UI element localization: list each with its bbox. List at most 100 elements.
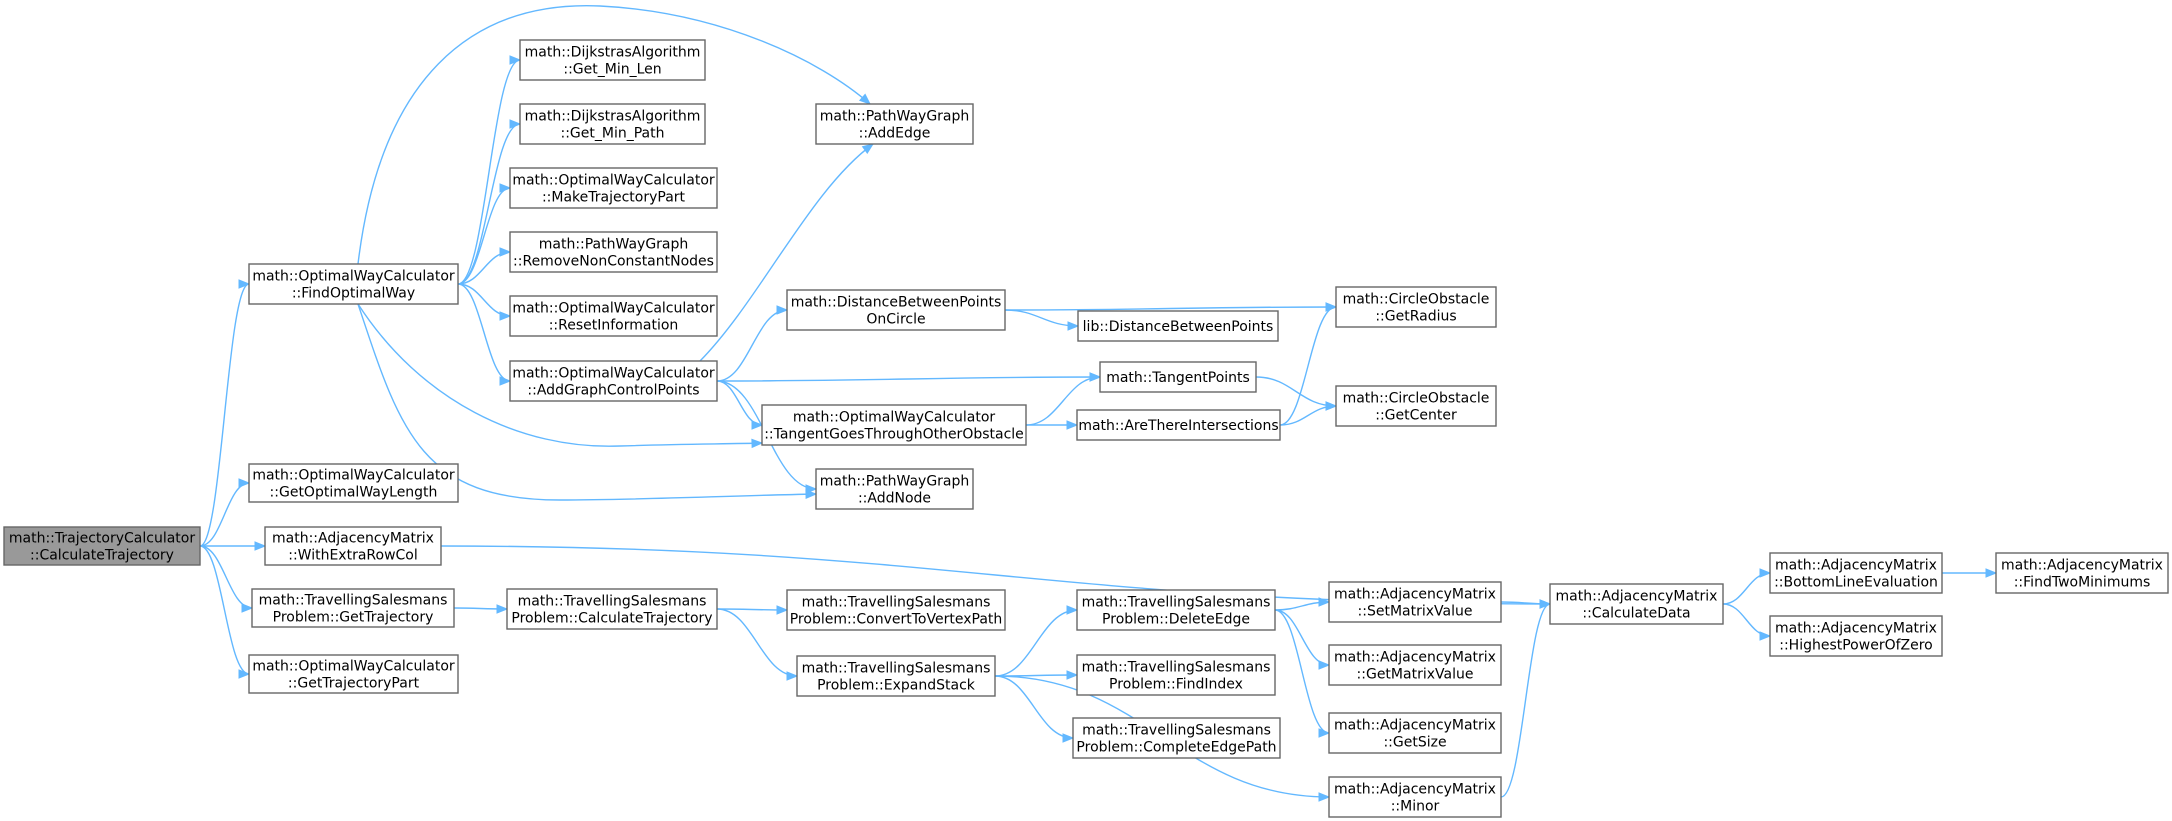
edge-distOnCircle-to-getRadius [1004,306,1337,311]
edge-arrow-expandStack-to-deleteEdge [1066,605,1079,615]
node-getSize[interactable]: math::AdjacencyMatrix::GetSize [1328,712,1502,754]
node-label-bottomLineEvaluation-1: ::BottomLineEvaluation [1774,574,1938,590]
node-tangentGoesThrough[interactable]: math::OptimalWayCalculator::TangentGoesT… [761,404,1027,446]
edge-arrow-root-to-withExtraRowCol [254,541,267,551]
node-getTrajectoryPart[interactable]: math::OptimalWayCalculator::GetTrajector… [248,654,459,694]
node-box-deleteEdge [1076,589,1276,631]
node-box-bottomLineEvaluation [1769,552,1943,594]
edge-findOptimalWay-to-addGraphControlPoints [457,283,511,382]
node-label-getMinLen-0: math::DijkstrasAlgorithm [525,44,701,60]
node-makeTrajectoryPart[interactable]: math::OptimalWayCalculator::MakeTrajecto… [509,167,718,209]
node-addEdge[interactable]: math::PathWayGraph::AddEdge [815,103,974,145]
edge-calculateData-to-highestPowerOfZero [1722,603,1771,637]
edge-root-to-getTrajectoryPart [199,545,250,675]
node-label-completeEdgePath-1: Problem::CompleteEdgePath [1076,739,1276,755]
node-label-getMatrixValue-0: math::AdjacencyMatrix [1334,649,1496,665]
node-label-convertToVertexPath-1: Problem::ConvertToVertexPath [790,611,1003,627]
node-box-findTwoMinimums [1995,552,2169,594]
node-label-removeNonConstantNodes-1: ::RemoveNonConstantNodes [513,253,714,269]
nodes-layer: math::TrajectoryCalculator::CalculateTra… [3,39,2169,818]
edge-findOptimalWay-to-makeTrajectoryPart [457,187,511,285]
node-getRadius[interactable]: math::CircleObstacle::GetRadius [1335,286,1497,328]
node-box-getOptimalWayLength [248,463,459,503]
node-label-resetInformation-1: ::ResetInformation [549,317,679,333]
node-label-findIndex-0: math::TravellingSalesmans [1082,659,1271,675]
node-libDistance[interactable]: lib::DistanceBetweenPoints [1077,310,1279,342]
node-label-minor-1: ::Minor [1391,798,1440,814]
node-label-getCenter-1: ::GetCenter [1375,407,1457,423]
node-areThereIntersections[interactable]: math::AreThereIntersections [1076,409,1281,441]
node-tangentPoints[interactable]: math::TangentPoints [1099,361,1257,393]
node-box-getTrajectoryPart [248,654,459,694]
edge-expandStack-to-deleteEdge [994,609,1078,677]
node-resetInformation[interactable]: math::OptimalWayCalculator::ResetInforma… [509,295,718,337]
node-label-makeTrajectoryPart-1: ::MakeTrajectoryPart [542,189,686,205]
node-box-convertToVertexPath [786,589,1006,631]
node-label-completeEdgePath-0: math::TravellingSalesmans [1082,722,1271,738]
node-box-findIndex [1076,654,1276,696]
edge-distOnCircle-to-libDistance [1004,309,1079,327]
node-getCenter[interactable]: math::CircleObstacle::GetCenter [1335,385,1497,427]
edge-arrow-findOptimalWay-to-addEdge [858,93,872,105]
node-expandStack[interactable]: math::TravellingSalesmansProblem::Expand… [796,655,996,697]
node-bottomLineEvaluation[interactable]: math::AdjacencyMatrix::BottomLineEvaluat… [1769,552,1943,594]
node-findTwoMinimums[interactable]: math::AdjacencyMatrix::FindTwoMinimums [1995,552,2169,594]
node-getOptimalWayLength[interactable]: math::OptimalWayCalculator::GetOptimalWa… [248,463,459,503]
edge-arrow-findOptimalWay-to-removeNonConstantNodes [499,247,512,257]
node-highestPowerOfZero[interactable]: math::AdjacencyMatrix::HighestPowerOfZer… [1769,615,1943,657]
node-label-convertToVertexPath-0: math::TravellingSalesmans [802,594,991,610]
edge-arrow-minor-to-calculateData [1539,599,1552,609]
node-convertToVertexPath[interactable]: math::TravellingSalesmansProblem::Conver… [786,589,1006,631]
node-label-findIndex-1: Problem::FindIndex [1109,676,1243,692]
node-root[interactable]: math::TrajectoryCalculator::CalculateTra… [3,526,201,566]
node-tspGetTrajectory[interactable]: math::TravellingSalesmansProblem::GetTra… [251,588,455,628]
edge-expandStack-to-completeEdgePath [994,675,1074,739]
edge-root-to-findOptimalWay [199,283,250,547]
node-completeEdgePath[interactable]: math::TravellingSalesmansProblem::Comple… [1072,717,1281,759]
node-label-addNode-0: math::PathWayGraph [820,473,970,489]
edge-arrow-root-to-tspGetTrajectory [241,603,254,613]
node-box-tspGetTrajectory [251,588,455,628]
edge-arrow-findOptimalWay-to-makeTrajectoryPart [499,183,512,193]
edge-arrow-addGraphControlPoints-to-distOnCircle [776,305,789,315]
node-deleteEdge[interactable]: math::TravellingSalesmansProblem::Delete… [1076,589,1276,631]
node-box-getRadius [1335,286,1497,328]
node-findOptimalWay[interactable]: math::OptimalWayCalculator::FindOptimalW… [248,263,459,305]
node-withExtraRowCol[interactable]: math::AdjacencyMatrix::WithExtraRowCol [264,526,442,566]
edge-minor-to-calculateData [1500,603,1551,798]
node-findIndex[interactable]: math::TravellingSalesmansProblem::FindIn… [1076,654,1276,696]
edge-arrow-addGraphControlPoints-to-addNode [805,484,818,494]
edge-arrow-expandStack-to-minor [1318,792,1331,802]
node-calculateData[interactable]: math::AdjacencyMatrix::CalculateData [1549,583,1724,625]
node-removeNonConstantNodes[interactable]: math::PathWayGraph::RemoveNonConstantNod… [509,231,718,273]
node-minor[interactable]: math::AdjacencyMatrix::Minor [1328,776,1502,818]
node-addGraphControlPoints[interactable]: math::OptimalWayCalculator::AddGraphCont… [509,360,718,402]
node-box-tangentPoints [1099,361,1257,393]
node-box-getCenter [1335,385,1497,427]
node-tspCalculateTrajectory[interactable]: math::TravellingSalesmansProblem::Calcul… [506,588,718,630]
node-label-tangentGoesThrough-0: math::OptimalWayCalculator [793,409,996,425]
edge-areThereIntersections-to-getRadius [1279,306,1337,426]
node-getMatrixValue[interactable]: math::AdjacencyMatrix::GetMatrixValue [1328,644,1502,686]
edge-findOptimalWay-to-getMinLen [457,59,521,285]
node-addNode[interactable]: math::PathWayGraph::AddNode [815,468,974,510]
node-getMinPath[interactable]: math::DijkstrasAlgorithm::Get_Min_Path [519,103,706,145]
node-label-distOnCircle-0: math::DistanceBetweenPoints [791,294,1002,310]
node-box-withExtraRowCol [264,526,442,566]
node-label-highestPowerOfZero-1: ::HighestPowerOfZero [1779,637,1933,653]
node-box-root [3,526,201,566]
node-setMatrixValue[interactable]: math::AdjacencyMatrix::SetMatrixValue [1328,581,1502,623]
node-label-getOptimalWayLength-0: math::OptimalWayCalculator [252,467,455,483]
edge-arrow-addGraphControlPoints-to-tangentGoesThrough [751,420,764,430]
edge-arrow-tspCalculateTrajectory-to-convertToVertexPath [776,605,789,615]
node-label-tangentGoesThrough-1: ::TangentGoesThroughOtherObstacle [764,426,1024,442]
node-label-makeTrajectoryPart-0: math::OptimalWayCalculator [512,172,715,188]
edge-arrow-findOptimalWay-to-addGraphControlPoints [499,376,512,386]
node-label-tspCalculateTrajectory-0: math::TravellingSalesmans [518,593,707,609]
node-box-addGraphControlPoints [509,360,718,402]
edge-arrow-root-to-getTrajectoryPart [238,669,251,679]
edge-arrow-addGraphControlPoints-to-addEdge [861,143,875,155]
node-getMinLen[interactable]: math::DijkstrasAlgorithm::Get_Min_Len [519,39,706,81]
